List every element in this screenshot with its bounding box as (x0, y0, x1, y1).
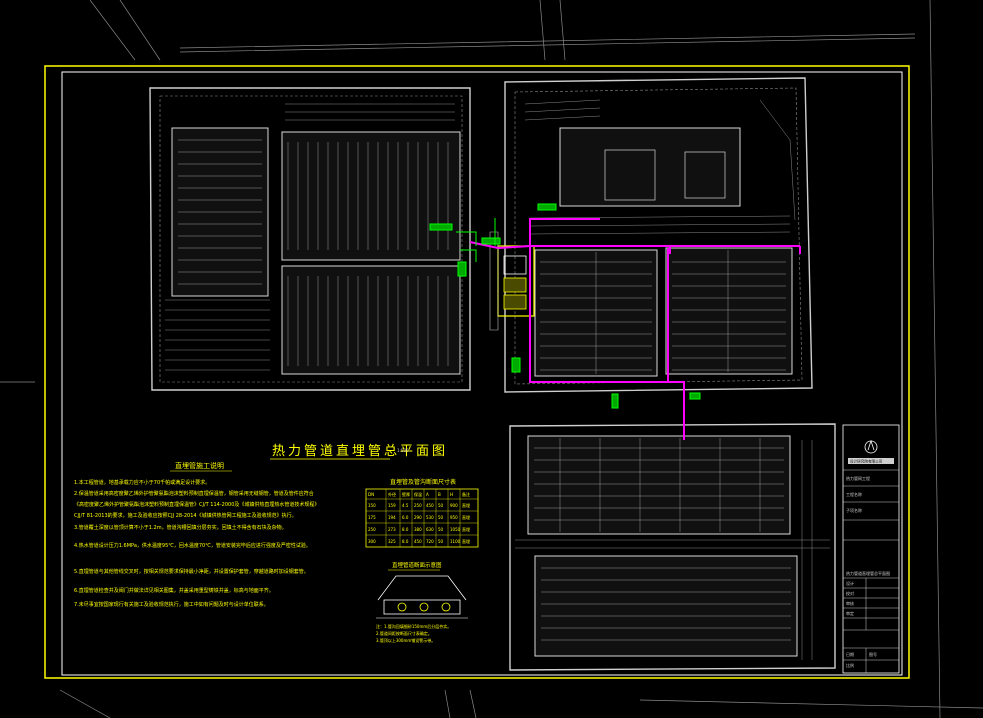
table-cell: 250 (414, 503, 422, 508)
title-block-row-2: 子项名称 (846, 507, 862, 513)
table-cell: 4.5 (402, 503, 409, 508)
table-cell: 175 (368, 515, 376, 520)
table-cell: 159 (388, 503, 396, 508)
table-cell: 450 (414, 539, 422, 544)
table-cell: 380 (414, 527, 422, 532)
table-cell: 50 (438, 503, 444, 508)
table-cell: 290 (414, 515, 422, 520)
drawing-title: 热力管道直埋管总平面图 (272, 444, 448, 459)
table-cell: 1050 (450, 527, 461, 532)
table-header-cell: 保温 (414, 491, 422, 497)
title-block-row-8: 比例 (846, 662, 854, 668)
dimension-table: 直埋管及管沟断面尺寸表 DN 外径壁厚保温 A B H 备注 150 159 4.5 250 450… (365, 478, 479, 548)
section-note-3: 3.管顶以上300mm铺设警示带。 (376, 637, 435, 643)
table-cell: 8.0 (402, 539, 409, 544)
outer-frame (44, 65, 910, 679)
table-cell: 720 (426, 539, 434, 544)
inner-frame (61, 71, 903, 676)
title-block-row-3: 设计 (846, 580, 854, 586)
table-cell: 直埋 (462, 526, 470, 532)
table-cell: 450 (426, 503, 434, 508)
title-block-row-1: 工程名称 (846, 491, 862, 497)
table-heading: 直埋管及管沟断面尺寸表 (390, 478, 456, 486)
table-cells: DN 外径壁厚保温 A B H 备注 150 159 4.5 250 450 50 900 直埋 175 19… (368, 491, 470, 544)
site-block-right-top[interactable] (504, 77, 813, 393)
table-cell: 273 (388, 527, 396, 532)
title-block-project: 热力管网工程 (846, 475, 870, 481)
table-cell: 950 (450, 515, 458, 520)
table-cell: 50 (438, 539, 444, 544)
notes-line-7: 5.直埋管道与其他管线交叉时，按相关规范要求保持最小净距，并设置保护套管，穿越道… (74, 568, 309, 575)
title-block-company: 设计研究院有限公司 (850, 459, 883, 464)
heating-pipe-network[interactable] (469, 218, 801, 440)
table-cell: 50 (438, 515, 444, 520)
table-cell: 1100 (450, 539, 461, 544)
table-cell: 530 (426, 515, 434, 520)
notes-line-9: 7.未尽事宜按国家现行有关施工及验收规范执行，施工中如有问题及时与设计单位联系。 (74, 601, 269, 608)
notes-line-6: 4.热水管道设计压力1.6MPa，供水温度95℃，回水温度70℃，管道安装完毕后… (74, 542, 311, 549)
table-header-cell: 外径 (388, 491, 396, 497)
table-cell: 194 (388, 515, 396, 520)
table-cell: 630 (426, 527, 434, 532)
warehouse-g (534, 555, 798, 657)
table-cell: 250 (368, 527, 376, 532)
notes-line-2: 2.保温管道采用高密度聚乙烯外护管聚氨酯泡沫塑料预制直埋保温管，钢管采用无缝钢管… (74, 490, 314, 497)
construction-notes: 直埋管施工说明 1.本工程管道，地基承载力应不小于70千帕或满足设计要求。 2.… (74, 461, 319, 608)
table-cell: 8.0 (402, 527, 409, 532)
section-note-2: 2.管道间距按断面尺寸表确定。 (376, 630, 432, 636)
table-header-cell: 备注 (462, 491, 470, 497)
table-cell: 50 (438, 527, 444, 532)
table-header-cell: B (438, 492, 441, 497)
boiler-station[interactable] (489, 231, 535, 331)
warehouse-e (665, 247, 793, 375)
table-cell: 直埋 (462, 514, 470, 520)
drawing-title-group: 热力管道直埋管总平面图 1:500 (270, 444, 448, 460)
notes-heading: 直埋管施工说明 (175, 461, 224, 470)
title-block-drawing-name: 热力管道直埋管总平面图 (846, 570, 890, 576)
table-cell: 直埋 (462, 538, 470, 544)
notes-line-5: 3.管道覆土深度以管顶计算不小于1.2m，管道沟槽回填分层夯实，回填土不得含有石… (74, 524, 287, 531)
warehouse-c (281, 265, 461, 375)
section-detail: 直埋管道断面示意图 注：1.管沟回填细砂150mm后分层夯实。 2.管道间距按断… (376, 561, 468, 643)
site-block-left[interactable] (149, 87, 471, 391)
table-cell: 直埋 (462, 502, 470, 508)
notes-line-1: 1.本工程管道，地基承载力应不小于70千帕或满足设计要求。 (74, 479, 210, 486)
title-block-row-9: 图号 (869, 651, 877, 657)
office-building (559, 127, 741, 207)
title-block[interactable]: 设计研究院有限公司 热力管网工程 热力管道直埋管总平面图 工程名称 子项名称 设… (842, 424, 900, 674)
warehouse-f (527, 435, 791, 535)
title-block-row-7: 日期 (846, 651, 854, 657)
table-cell: 6.0 (402, 515, 409, 520)
notes-line-3: 《高密度聚乙烯外护管聚氨酯泡沫塑料预制直埋保温管》CJ/T 114-2000及《… (74, 501, 319, 508)
title-block-row-6: 审定 (846, 610, 854, 616)
table-cell: 325 (388, 539, 396, 544)
table-header-cell: A (426, 492, 429, 497)
title-block-row-4: 校对 (846, 590, 854, 596)
table-header-cell: H (450, 492, 453, 497)
section-heading: 直埋管道断面示意图 (392, 561, 442, 569)
site-block-right-bottom[interactable] (509, 423, 836, 671)
table-header-cell: 壁厚 (402, 491, 410, 497)
title-block-row-5: 审核 (846, 600, 854, 606)
notes-line-8: 6.直埋管道检查井及阀门井做法详见相关图集，井盖采用重型铸铁井盖，标高与地面平齐… (74, 587, 274, 594)
north-arrow-icon (864, 440, 878, 454)
table-header-cell: DN (368, 492, 374, 497)
drawing-scale: 1:500 (397, 448, 409, 453)
warehouse-b (281, 131, 461, 261)
table-cell: 150 (368, 503, 376, 508)
valve-chamber-markers[interactable] (429, 203, 701, 409)
section-note-1: 注：1.管沟回填细砂150mm后分层夯实。 (376, 623, 451, 629)
table-cell: 300 (368, 539, 376, 544)
table-cell: 900 (450, 503, 458, 508)
notes-line-4: CJJ/T 81-2013的要求，施工及验收应按照CJJ 28-2014《城镇供… (74, 512, 297, 519)
